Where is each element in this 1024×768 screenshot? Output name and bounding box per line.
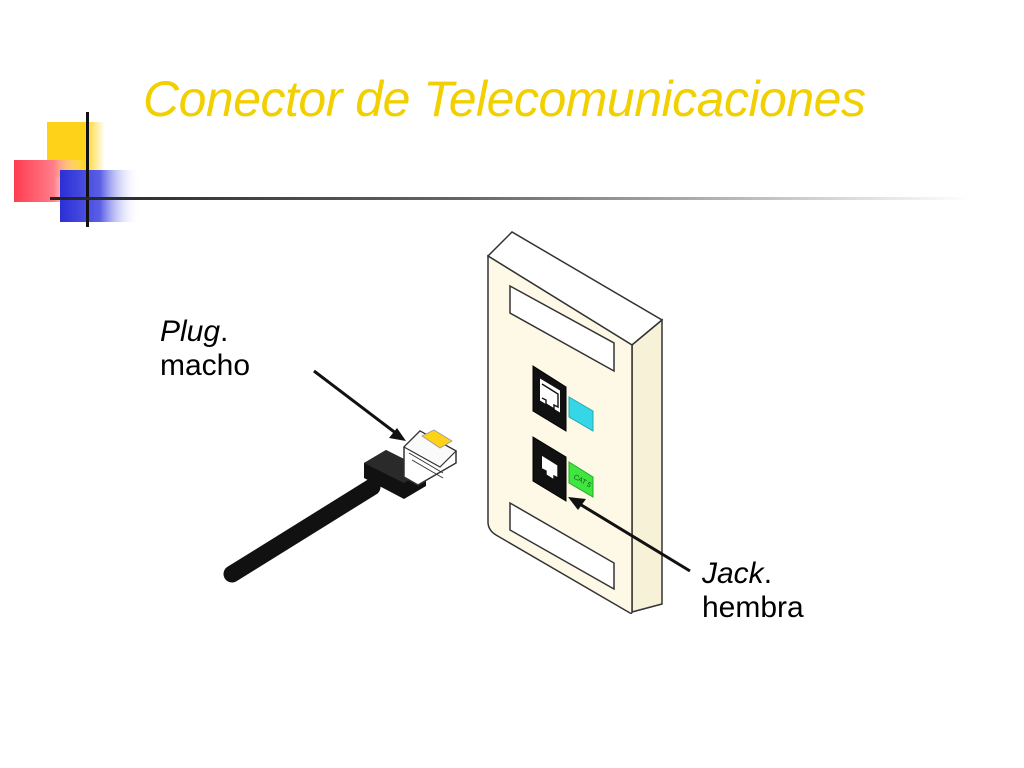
pointer-arrow <box>313 369 406 441</box>
plug-label: Plug. macho <box>160 315 250 383</box>
jack-label-green <box>568 461 594 498</box>
jack-label-line2: hembra <box>702 591 804 624</box>
plug-label-name: Plug <box>160 315 221 348</box>
jack-label: Jack. hembra <box>702 557 804 625</box>
jack-label-name: Jack <box>702 557 764 590</box>
rj45-plug <box>223 429 457 583</box>
plug-label-line2: macho <box>160 349 251 382</box>
corner-decoration <box>14 112 970 227</box>
slide-title: Conector de Telecomunicaciones <box>143 71 866 127</box>
jack-label-suffix: . <box>763 557 773 590</box>
pointer-arrow <box>568 497 691 573</box>
rj45-jack <box>532 436 567 502</box>
rj45-jack <box>532 365 567 432</box>
plug-label-suffix: . <box>220 315 229 348</box>
jack-label-cyan <box>568 396 594 432</box>
wall-faceplate <box>486 231 664 615</box>
